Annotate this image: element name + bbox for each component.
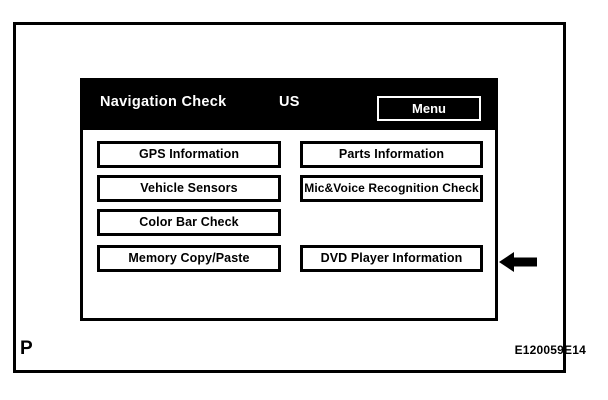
screen-header: Navigation Check US Menu	[83, 81, 495, 130]
park-indicator: P	[20, 338, 33, 359]
screen-title: Navigation Check	[100, 94, 227, 110]
navigation-check-screen: Navigation Check US Menu GPS Information…	[80, 78, 498, 321]
region-label: US	[279, 94, 300, 110]
nav-button-memory-copy-paste[interactable]: Memory Copy/Paste	[97, 245, 281, 272]
nav-button-vehicle-sensors[interactable]: Vehicle Sensors	[97, 175, 281, 202]
figure-code: E120059E14	[514, 343, 586, 357]
nav-button-mic-voice-recognition[interactable]: Mic&Voice Recognition Check	[300, 175, 483, 202]
nav-button-dvd-player-information[interactable]: DVD Player Information	[300, 245, 483, 272]
nav-button-color-bar-check[interactable]: Color Bar Check	[97, 209, 281, 236]
nav-button-gps-information[interactable]: GPS Information	[97, 141, 281, 168]
callout-arrow-left-icon	[499, 249, 537, 275]
menu-button[interactable]: Menu	[377, 96, 481, 121]
nav-button-parts-information[interactable]: Parts Information	[300, 141, 483, 168]
